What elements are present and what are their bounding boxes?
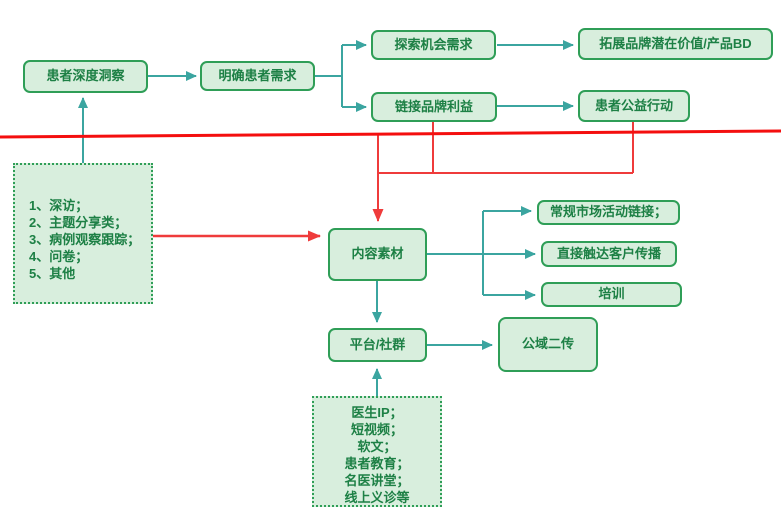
node-patient-welfare-action: 患者公益行动 — [578, 90, 690, 122]
note-content-line: 名医讲堂； — [344, 473, 410, 488]
note-research-line: 2、主题分享类； — [29, 215, 128, 230]
red-divider-line — [0, 129, 781, 139]
node-market-activity-link: 常规市场活动链接； — [537, 200, 680, 225]
node-direct-customer-reach: 直接触达客户传播 — [541, 241, 677, 267]
node-public-domain-repost: 公域二传 — [498, 317, 598, 372]
node-explore-opportunity: 探索机会需求 — [371, 30, 496, 60]
note-research-line: 5、其他 — [29, 266, 76, 281]
note-research-line: 4、问卷； — [29, 249, 89, 264]
connector-needs-branch — [315, 45, 343, 107]
node-content-material: 内容素材 — [328, 228, 427, 281]
node-training: 培训 — [541, 282, 682, 307]
node-link-brand-benefit: 链接品牌利益 — [371, 92, 497, 122]
note-content-line: 软文； — [357, 439, 397, 454]
note-content-line: 线上义诊等 — [344, 490, 410, 505]
connector-red-frame — [378, 122, 634, 174]
node-platform-community: 平台/社群 — [328, 328, 427, 362]
node-expand-brand-value: 拓展品牌潜在价值/产品BD — [578, 28, 773, 60]
connector-content-branch — [427, 211, 484, 295]
node-patient-insight: 患者深度洞察 — [23, 60, 148, 93]
note-content-forms: 医生IP； 短视频； 软文； 患者教育； 名医讲堂； 线上义诊等 — [312, 396, 442, 507]
note-content-line: 患者教育； — [344, 456, 410, 471]
node-clarify-needs: 明确患者需求 — [200, 61, 315, 91]
note-content-line: 短视频； — [350, 422, 403, 437]
note-research-methods: 1、深访； 2、主题分享类； 3、病例观察跟踪； 4、问卷； 5、其他 — [13, 163, 153, 304]
note-research-line: 1、深访； — [29, 198, 89, 213]
note-content-line: 医生IP； — [351, 405, 403, 420]
note-research-line: 3、病例观察跟踪； — [29, 232, 141, 247]
